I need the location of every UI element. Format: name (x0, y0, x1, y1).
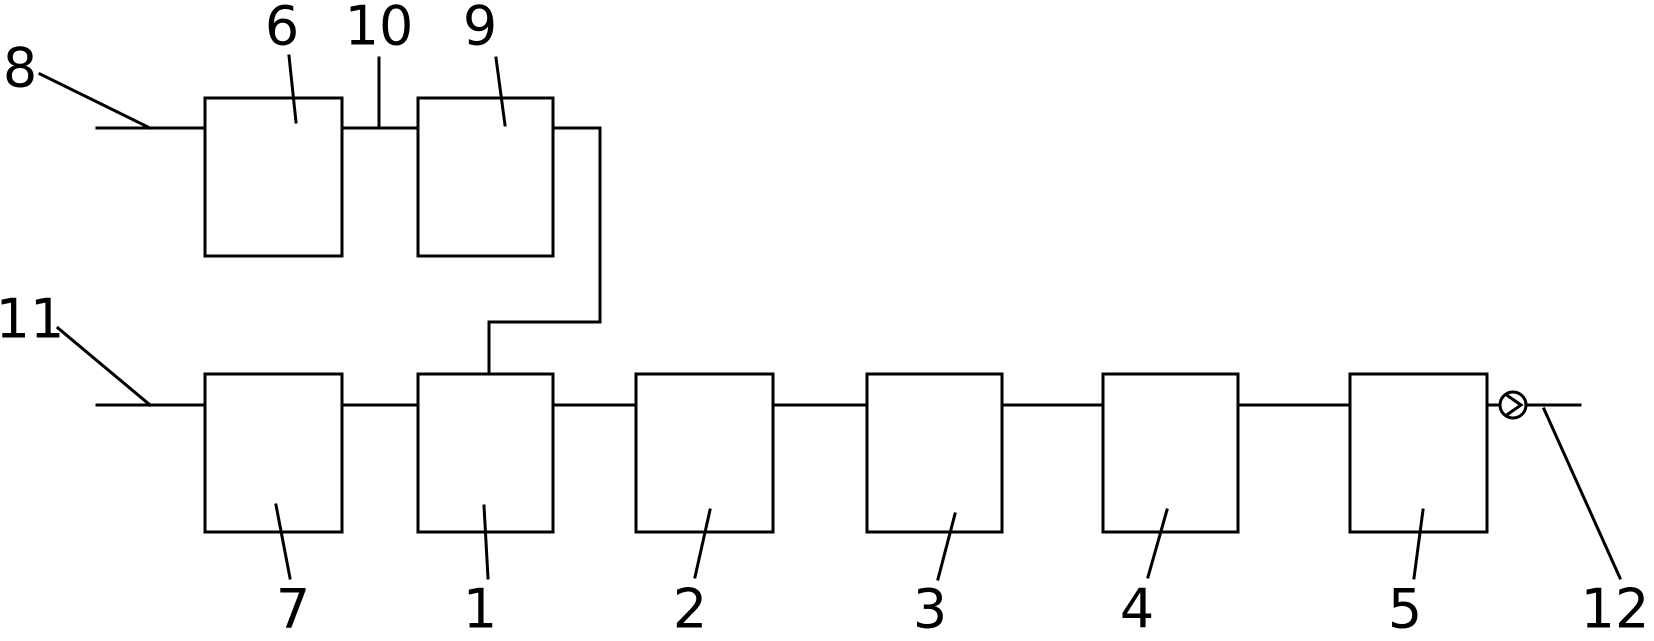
leader-line-1 (482, 504, 490, 580)
unit-1 (416, 372, 555, 534)
unit-2 (634, 372, 775, 534)
label-9: 9 (463, 0, 497, 58)
label-1: 1 (463, 578, 497, 641)
unit-4 (1101, 372, 1240, 534)
leader-line-8 (37, 71, 153, 131)
label-6: 6 (265, 0, 299, 58)
unit-6 (203, 96, 344, 258)
leader-line-3 (936, 512, 957, 581)
leader-line-7 (274, 503, 292, 580)
label-5: 5 (1388, 578, 1422, 641)
label-7: 7 (276, 578, 310, 641)
label-10: 10 (345, 0, 414, 58)
label-2: 2 (673, 578, 707, 641)
label-3: 3 (913, 578, 947, 641)
unit-3 (865, 372, 1004, 534)
leader-line-6 (287, 54, 298, 124)
leader-line-11 (55, 325, 153, 408)
leader-line-4 (1146, 508, 1169, 579)
unit-7 (203, 372, 344, 534)
unit-9 (416, 96, 555, 258)
leader-line-9 (494, 56, 507, 127)
label-8: 8 (3, 37, 37, 100)
leader-line-12 (1542, 407, 1622, 580)
label-11: 11 (0, 288, 64, 351)
leader-line-2 (693, 508, 712, 579)
label-4: 4 (1120, 578, 1154, 641)
unit-5 (1348, 372, 1489, 534)
pump-icon (1498, 390, 1528, 420)
connector-9-1 (487, 126, 602, 376)
leader-line-5 (1412, 508, 1425, 580)
label-12: 12 (1581, 578, 1650, 641)
